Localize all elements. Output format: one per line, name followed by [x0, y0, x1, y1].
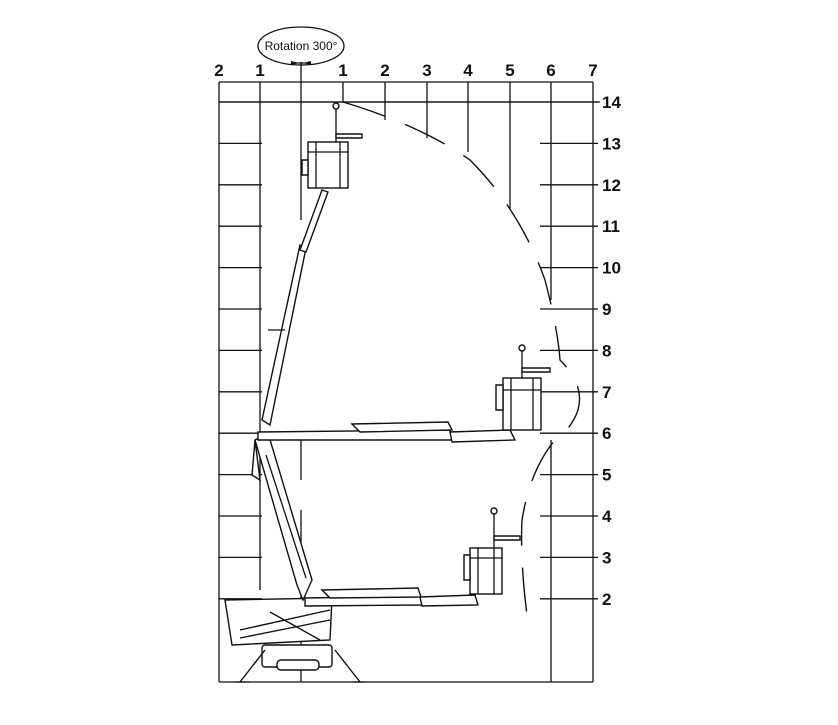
vertical-axis-label: 14: [602, 93, 621, 112]
horizontal-axis-label: 1: [338, 61, 347, 80]
vertical-axis-label: 7: [602, 383, 611, 402]
horizontal-axis-labels: 2 1 1 2 3 4 5 6 7: [214, 61, 597, 80]
horizontal-axis-label: 7: [588, 61, 597, 80]
horizontal-axis-label: 6: [546, 61, 555, 80]
vertical-axis-label: 2: [602, 590, 611, 609]
boom-horizontal-low: [304, 507, 521, 607]
horizontal-axis-label: 4: [463, 61, 473, 80]
vertical-axis-labels: 14 13 12 11 10 9 8 7 6 5 4 3 2: [219, 93, 621, 609]
vertical-axis-label: 3: [602, 548, 611, 567]
horizontal-axis-label: 2: [380, 61, 389, 80]
vertical-axis-label: 9: [602, 300, 611, 319]
vertical-axis-label: 10: [602, 259, 621, 278]
horizontal-axis-label: 1: [255, 61, 264, 80]
vertical-axis-label: 8: [602, 341, 611, 360]
horizontal-axis-label: 5: [505, 61, 514, 80]
rotation-indicator: Rotation 300°: [257, 26, 345, 82]
horizontal-axis-label: 3: [422, 61, 431, 80]
vertical-axis-label: 11: [602, 217, 620, 236]
vertical-axis-label: 6: [602, 424, 611, 443]
vertical-axis-label: 4: [602, 507, 612, 526]
vertical-axis-label: 13: [602, 134, 621, 153]
boom-horizontal-mid: [257, 344, 551, 443]
reach-envelope: [342, 101, 581, 616]
rotation-label: Rotation 300°: [265, 39, 338, 53]
machine-base: [224, 597, 366, 683]
vertical-axis-label: 12: [602, 176, 621, 195]
horizontal-axis-label: 2: [214, 61, 223, 80]
vertical-axis-label: 5: [602, 466, 611, 485]
boom-vertical-position: [261, 102, 363, 427]
